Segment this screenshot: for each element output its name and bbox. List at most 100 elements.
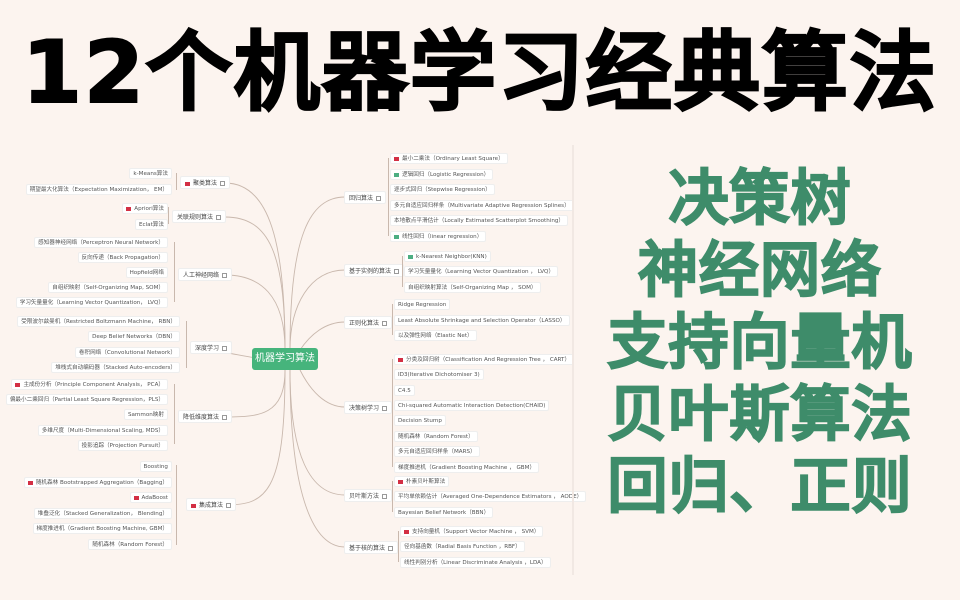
category-bayesian[interactable]: 贝叶斯方法 [344,489,393,502]
leaf-node[interactable]: 本地散点平滑估计（Locally Estimated Scatterplot S… [390,215,569,226]
leaf-node[interactable]: 堆栈式自动编码器（Stacked Auto-encoders） [51,362,180,373]
green-flag-icon [408,254,413,259]
note-icon [226,503,232,508]
category-kernel[interactable]: 基于核的算法 [344,541,399,554]
category-dimensionality-reduction[interactable]: 降低维度算法 [178,410,233,423]
red-flag-icon [191,503,196,508]
bracket [176,465,177,545]
note-icon [382,406,388,411]
leaf-node[interactable]: Chi-squared Automatic Interaction Detect… [394,400,550,411]
leaf-node[interactable]: 投影追踪（Projection Pursuit） [77,440,168,451]
mind-map-links [224,182,346,548]
leaf-node[interactable]: 学习矢量量化（Learning Vector Quantization， LVQ… [15,297,168,308]
side-line-svm: 支持向量机 [607,307,913,379]
red-flag-icon [126,206,132,211]
red-flag-icon [185,181,190,186]
leaf-node[interactable]: 朴素贝叶斯算法 [394,476,450,487]
leaf-node[interactable]: 卷积网络（Convolutional Network） [74,347,180,358]
red-flag-icon [27,480,33,485]
leaf-node[interactable]: 学习矢量量化（Learning Vector Quantization ， LV… [404,266,559,277]
bracket [388,158,389,236]
leaf-node[interactable]: 反向传递（Back Propagation） [77,252,168,263]
leaf-node[interactable]: k-Means算法 [129,168,172,179]
bracket [168,207,169,224]
leaf-node[interactable]: 以及弹性网络（Elastic Net） [394,330,477,341]
leaf-node[interactable]: 分类及回归树（Classification And Regression Tre… [394,354,575,365]
leaf-node[interactable]: Eclat算法 [135,219,168,230]
bracket [392,481,393,512]
category-ensemble[interactable]: 集成算法 [186,498,237,511]
note-icon [394,269,400,274]
leaf-node[interactable]: 主成份分析（Principle Component Analysis， PCA） [11,379,168,390]
leaf-node[interactable]: 自组织映射算法（Self-Organizing Map ， SOM） [404,282,541,293]
category-clustering[interactable]: 聚类算法 [180,176,231,189]
side-line-neural-network: 神经网络 [637,235,882,307]
leaf-node[interactable]: Apriori算法 [122,203,168,214]
mind-map: 机器学习算法 聚类算法 关联规则算法 人工神经网络 深度学习 降低维度算法 集成… [0,145,587,585]
leaf-node[interactable]: 自组织映射（Self-Organizing Map, SOM） [48,282,168,293]
leaf-node[interactable]: 梯度推进机（Gradient Boosting Machine, GBM） [32,523,172,534]
leaf-node[interactable]: Sammon映射 [123,409,168,420]
leaf-node[interactable]: 支持向量机（Support Vector Machine ， SVM） [400,526,544,537]
leaf-node[interactable]: 多元自适应回归样条（Multivariate Adaptive Regressi… [390,200,574,211]
leaf-node[interactable]: Least Absolute Shrinkage and Selection O… [394,315,570,326]
category-regression[interactable]: 回归算法 [344,191,387,204]
bracket [186,321,187,368]
red-flag-icon [133,495,139,500]
leaf-node[interactable]: 期望最大化算法（Expectation Maximization， EM） [25,184,172,195]
red-flag-icon [398,479,403,484]
bracket [174,242,175,302]
category-association-rules[interactable]: 关联规则算法 [172,210,227,223]
red-flag-icon [394,156,399,161]
leaf-node[interactable]: 随机森林 Bootstrapped Aggregation（Bagging） [23,477,172,488]
leaf-node[interactable]: 偏最小二乘回归（Partial Least Square Regression，… [5,394,168,405]
leaf-node[interactable]: 线性回归（linear regression） [390,231,487,242]
leaf-node[interactable]: k-Nearest Neighbor(KNN) [404,251,491,262]
leaf-node[interactable]: 感知器神经网络（Perceptron Neural Network） [34,237,168,248]
bracket [402,256,403,287]
side-line-regression-regularization: 回归、正则 [607,451,913,523]
leaf-node[interactable]: 随机森林（Random Forest） [394,431,478,442]
leaf-node[interactable]: 最小二乘法（Ordinary Least Square） [390,153,508,164]
leaf-node[interactable]: 梯度推进机（Gradient Boosting Machine ， GBM） [394,462,540,473]
leaf-node[interactable]: 多元自适应回归样条（MARS） [394,446,480,457]
root-node[interactable]: 机器学习算法 [252,348,318,370]
leaf-node[interactable]: 多维尺度（Multi-Dimensional Scaling, MDS） [37,425,168,436]
leaf-node[interactable]: 平均单依赖估计（Averaged One-Dependence Estimato… [394,491,587,502]
note-icon [222,346,228,351]
category-instance-based[interactable]: 基于实例的算法 [344,264,405,277]
headline-title: 12个机器学习经典算法 [21,22,938,124]
leaf-node[interactable]: 径向基函数（Radial Basis Function ，RBF） [400,541,525,552]
leaf-node[interactable]: Bayesian Belief Network（BBN） [394,507,494,518]
bracket [392,359,393,467]
leaf-node[interactable]: 堆叠泛化（Stacked Generalization， Blending） [33,508,172,519]
leaf-node[interactable]: Decision Stump [394,415,446,426]
leaf-node[interactable]: 受限波尔兹曼机（Restricted Boltzmann Machine， RB… [17,316,180,327]
note-icon [222,415,228,420]
bracket [174,384,175,444]
green-flag-icon [394,234,399,239]
category-decision-tree[interactable]: 决策树学习 [344,401,393,414]
category-neural-network[interactable]: 人工神经网络 [178,268,233,281]
note-icon [222,273,228,278]
leaf-node[interactable]: AdaBoost [129,492,172,503]
category-deep-learning[interactable]: 深度学习 [190,341,233,354]
leaf-node[interactable]: Deep Belief Networks（DBN） [88,331,180,342]
category-regularization[interactable]: 正则化算法 [344,316,393,329]
leaf-node[interactable]: Boosting [139,461,172,472]
bracket [398,531,399,562]
note-icon [376,196,382,201]
leaf-node[interactable]: 随机森林（Random Forest） [88,539,172,550]
leaf-node[interactable]: ID3(Iterative Dichotomiser 3) [394,369,484,380]
red-flag-icon [15,382,21,387]
side-algorithm-list: 决策树 神经网络 支持向量机 贝叶斯算法 回归、正则 [590,163,930,523]
bracket [392,304,393,335]
leaf-node[interactable]: C4.5 [394,385,415,396]
leaf-node[interactable]: 逻辑回归（Logistic Regression） [390,169,494,180]
leaf-node[interactable]: 线性判别分析（Linear Discriminate Analysis ，LDA… [400,557,551,568]
green-flag-icon [394,172,399,177]
leaf-node[interactable]: Ridge Regression [394,299,451,310]
leaf-node[interactable]: 逐步式回归（Stepwise Regression） [390,184,495,195]
note-icon [382,494,388,499]
leaf-node[interactable]: Hopfield网络 [125,267,168,278]
